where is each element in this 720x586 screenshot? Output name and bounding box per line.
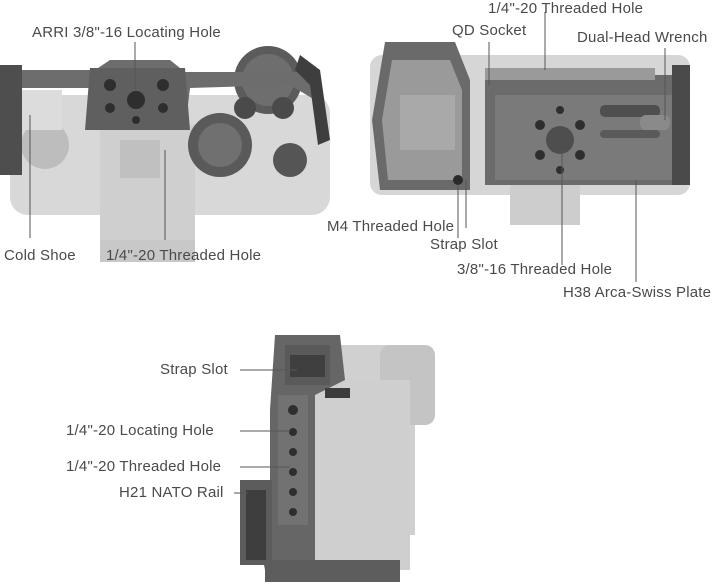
quarter-threaded-hole-right-label: 1/4"-20 Threaded Hole — [488, 0, 644, 17]
top-view-camera — [0, 46, 330, 262]
bottom-view-camera — [370, 42, 690, 225]
strap-slot-side-label: Strap Slot — [160, 361, 228, 378]
side-view-camera — [240, 335, 435, 582]
leader-lines — [29, 12, 666, 494]
m4-threaded-hole-label: M4 Threaded Hole — [327, 218, 455, 235]
nato-rail-label: H21 NATO Rail — [119, 484, 224, 501]
arca-swiss-plate-label: H38 Arca-Swiss Plate — [563, 284, 712, 301]
cold-shoe-label: Cold Shoe — [4, 247, 76, 264]
strap-slot-right-label: Strap Slot — [430, 236, 498, 253]
threeeighths-threaded-hole-label: 3/8"-16 Threaded Hole — [457, 261, 613, 278]
arri-locating-hole-label: ARRI 3/8"-16 Locating Hole — [32, 24, 221, 41]
dual-head-wrench-label: Dual-Head Wrench — [577, 29, 708, 46]
quarter-locating-hole-side-label: 1/4"-20 Locating Hole — [66, 422, 214, 439]
quarter-threaded-hole-side-label: 1/4"-20 Threaded Hole — [66, 458, 222, 475]
quarter-threaded-hole-top-label: 1/4"-20 Threaded Hole — [106, 247, 262, 264]
qd-socket-label: QD Socket — [452, 22, 527, 39]
